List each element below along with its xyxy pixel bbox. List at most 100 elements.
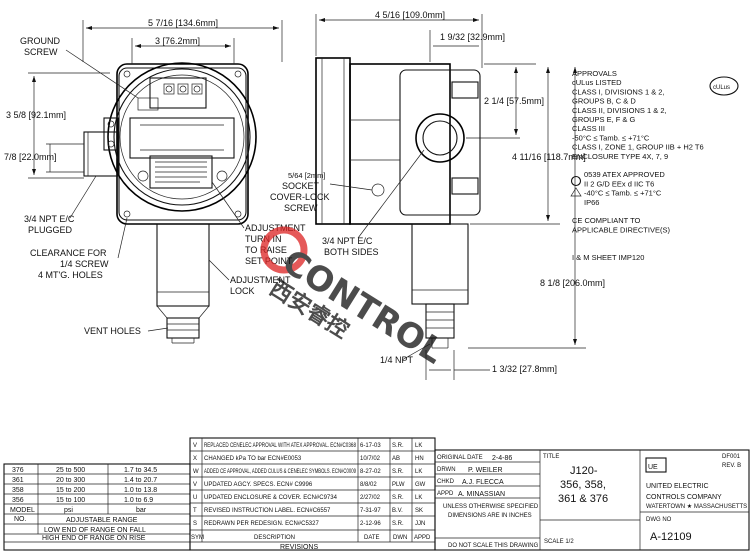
dim-left-small: 7/8 [22.0mm] [4,152,57,162]
dim-left-height: 3 5/8 [92.1mm] [6,110,66,120]
ul-mark-text: cULus [713,85,730,91]
approval-line: cULus LISTED [572,78,622,87]
rev-head-date: DATE [364,535,380,541]
range-model: 376 [12,467,24,474]
rev-desc: CHANGED kPa TO bar ECN#E0053 [204,456,302,462]
rev-date: 2/27/02 [360,495,381,501]
tb-note-2: DIMENSIONS ARE IN INCHES [448,513,532,519]
front-dimensions: 5 7/16 [134.6mm] 3 [76.2mm] 3 5/8 [92.1m… [4,18,283,179]
range-psi: 25 to 500 [56,467,85,474]
range-head-model: MODEL [10,507,35,514]
tb-dwn-label: DRWN [437,467,456,473]
rev-dwn: B.V. [392,508,403,514]
front-view [83,62,257,344]
range-bar: 1.0 to 6.9 [124,497,153,504]
rev-dwn: AB [392,456,400,462]
side-view [315,57,481,349]
callout-npt-plugged-2: PLUGGED [28,225,73,235]
tb-rev: REV. B [722,463,741,469]
ue-logo-text: UE [648,464,658,471]
approval-line: CLASS III [572,124,605,133]
front-callouts: GROUND SCREW 3/4 NPT E/C PLUGGED CLEARAN… [20,36,306,336]
rev-sym: X [193,456,197,462]
rev-appd: LK [415,469,422,475]
tb-company-1: UNITED ELECTRIC [646,483,709,490]
callout-adjust-1: ADJUSTMENT [245,223,306,233]
ce-mark-icon [570,175,582,187]
side-conduit-opening [415,113,465,163]
enclosure-outline [116,63,249,225]
side-port [425,303,455,339]
rev-date: 8/8/02 [360,482,377,488]
range-head-no: NO. [14,516,27,523]
approval-line: CLASS II, DIVISIONS 1 & 2, [572,106,667,115]
tb-dwg-no-label: DWG NO [646,517,672,523]
rev-appd: HN [415,456,424,462]
approval-line: APPLICABLE DIRECTIVE(S) [572,225,670,234]
title-block: ORIGINAL DATE 2-4-86 DRWN P. WEILER CHKD… [434,449,750,551]
side-dimensions: 4 5/16 [109.0mm] 1 9/32 [32.9mm] 2 1/4 [… [315,10,605,380]
tb-title-1: J120- [570,465,598,477]
approval-line: I & M SHEET IMP120 [572,253,644,262]
rev-sym: W [193,469,199,475]
rev-sym: U [193,495,197,501]
callout-npt-plugged-1: 3/4 NPT E/C [24,214,75,224]
range-model: 358 [12,487,24,494]
tb-doc: DF001 [722,454,741,460]
callout-clearance-1: CLEARANCE FOR [30,248,107,258]
range-psi: 20 to 300 [56,477,85,484]
rev-desc: UPDATED AGCY. SPECS. ECN# C9996 [204,482,313,488]
rev-appd: JJN [415,521,425,527]
tb-orig-date: 2-4-86 [492,455,512,462]
tb-orig-date-label: ORIGINAL DATE [437,455,483,461]
tb-do-not-scale: DO NOT SCALE THIS DRAWING [448,543,539,549]
range-model: 361 [12,477,24,484]
callout-clearance-2: 1/4 SCREW [60,259,109,269]
range-head-bar: bar [136,507,147,514]
dim-bottom-width: 1 3/32 [27.8mm] [492,364,557,374]
tb-title-3: 361 & 376 [558,493,608,505]
pressure-port [166,317,200,339]
dim-side-small: 1 9/32 [32.9mm] [440,32,505,42]
side-housing [411,223,469,305]
tb-dwn: P. WEILER [468,467,503,474]
conduit-hub [83,131,119,177]
approval-line: IP66 [584,198,599,207]
rev-sym: V [193,443,197,449]
approval-line: II 2 G/D EEx d IIC T6 [584,179,654,188]
callout-vent-holes: VENT HOLES [84,326,141,336]
range-psi: 15 to 100 [56,497,85,504]
range-psi: 15 to 200 [56,487,85,494]
body-profile [349,63,451,225]
dim-side-h1: 2 1/4 [57.5mm] [484,96,544,106]
tb-scale: SCALE 1/2 [544,539,574,545]
approval-line: 0539 ATEX APPROVED [584,170,665,179]
rev-date: 7-31-97 [360,508,381,514]
rev-dwn: S.R. [392,495,404,501]
approval-line: CLASS I, DIVISIONS 1 & 2, [572,87,665,96]
callout-socket-2: SOCKET [282,181,320,191]
rev-date: 10/7/02 [360,456,381,462]
approval-line: CE COMPLIANT TO [572,216,641,225]
rev-date: 6-17-03 [360,443,381,449]
rev-footer: REVISIONS [280,544,318,551]
dim-side-h3: 8 1/8 [206.0mm] [540,278,605,288]
instruction-label [149,155,213,189]
approval-line: GROUPS B, C & D [572,97,636,106]
callout-lock-2: LOCK [230,286,255,296]
range-bar: 1.0 to 13.8 [124,487,157,494]
tb-title-label: TITLE [543,454,559,460]
rev-sym: V [193,482,197,488]
rev-sym: S [193,521,197,527]
callout-npt-both-2: BOTH SIDES [324,247,379,257]
range-model: 356 [12,497,24,504]
tb-chkd-label: CHKD [437,479,455,485]
rev-desc: ADDED CE APPROVAL, ADDED CULUS & CENELEC… [204,469,356,475]
range-head-range: ADJUSTABLE RANGE [66,517,138,524]
approval-line: CLASS I, ZONE 1, GROUP IIB + H2 T6 [572,143,704,152]
rev-date: 2-12-96 [360,521,381,527]
